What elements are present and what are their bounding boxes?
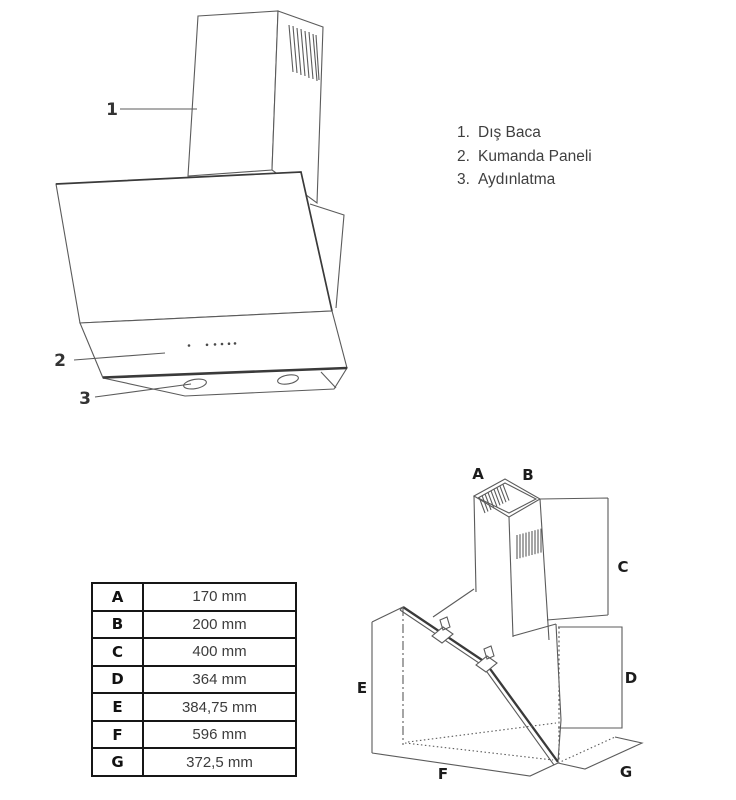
- dimension-extents: [371, 497, 644, 777]
- parts-legend: 1. Dış Baca 2. Kumanda Paneli 3. Aydınla…: [457, 121, 592, 192]
- dimension-diagram-drawing: A B C D E F G: [357, 465, 644, 783]
- hood-side-panel: [309, 203, 345, 309]
- bottom-panel: [102, 366, 349, 397]
- legend-label: Aydınlatma: [478, 171, 556, 188]
- dim-label-C: C: [617, 558, 628, 576]
- vent-grille-top: [478, 484, 510, 514]
- chimney-dim: [472, 478, 550, 641]
- extent-F: [371, 752, 559, 777]
- extent-E: [371, 606, 404, 753]
- dim-label-F: F: [438, 765, 448, 783]
- dimension-value: 200 mm: [142, 609, 297, 640]
- dim-label-B: B: [522, 466, 533, 484]
- dimension-value: 596 mm: [142, 719, 297, 750]
- mounting-bracket-2: [475, 645, 498, 673]
- dimension-key: A: [91, 582, 144, 612]
- table-row: D 364 mm: [91, 664, 297, 695]
- extent-D: [558, 626, 623, 729]
- lamp-left: [183, 378, 207, 390]
- table-row: A 170 mm: [91, 582, 297, 612]
- dimension-key: C: [91, 637, 144, 667]
- table-row: F 596 mm: [91, 719, 297, 750]
- dim-label-G: G: [620, 763, 632, 781]
- part-label-2: 2: [54, 351, 66, 371]
- dimension-value: 400 mm: [142, 637, 297, 667]
- dimension-key: D: [91, 664, 144, 695]
- dimension-value: 364 mm: [142, 664, 297, 695]
- legend-num: 3.: [457, 171, 470, 188]
- vent-grille-front: [516, 528, 542, 559]
- dimension-value: 170 mm: [142, 582, 297, 612]
- hood-body-dim: [432, 588, 562, 762]
- dimension-key: B: [91, 609, 144, 640]
- extent-G: [557, 736, 644, 770]
- control-panel-band: [79, 310, 348, 379]
- hidden-floor-edges: [404, 722, 557, 761]
- lamp-right: [277, 374, 299, 385]
- legend-label: Kumanda Paneli: [478, 147, 592, 165]
- dim-label-E: E: [357, 679, 367, 697]
- glass-panel-dim: [399, 606, 559, 766]
- legend-label: Dış Baca: [478, 124, 541, 141]
- legend-item-1: 1. Dış Baca: [457, 121, 592, 145]
- legend-num: 1.: [457, 124, 470, 141]
- dimension-key: F: [91, 719, 144, 750]
- dimension-value: 372,5 mm: [142, 747, 297, 777]
- table-row: G 372,5 mm: [91, 747, 297, 777]
- part-label-3: 3: [79, 389, 91, 409]
- dimension-value: 384,75 mm: [142, 692, 297, 722]
- part-label-1: 1: [106, 100, 118, 120]
- table-row: B 200 mm: [91, 609, 297, 640]
- legend-num: 2.: [457, 147, 470, 165]
- dim-label-D: D: [625, 669, 637, 687]
- product-figure-drawing: 1 2 3: [54, 10, 349, 409]
- leader-lines: [73, 108, 197, 398]
- table-row: E 384,75 mm: [91, 692, 297, 722]
- vent-grille: [288, 24, 320, 82]
- chimney-body: [187, 10, 324, 205]
- dimension-key: E: [91, 692, 144, 722]
- legend-item-3: 3. Aydınlatma: [457, 168, 592, 192]
- dim-label-A: A: [472, 465, 484, 483]
- extent-C: [539, 497, 609, 621]
- dimensions-table: A 170 mm B 200 mm C 400 mm D 364 mm E 38…: [91, 582, 297, 777]
- table-row: C 400 mm: [91, 637, 297, 667]
- touch-control-dots: [187, 342, 237, 347]
- legend-item-2: 2. Kumanda Paneli: [457, 145, 592, 169]
- glass-panel: [55, 171, 333, 324]
- mounting-bracket-1: [431, 616, 454, 644]
- extent-G-hidden: [557, 736, 616, 764]
- dimension-key: G: [91, 747, 144, 777]
